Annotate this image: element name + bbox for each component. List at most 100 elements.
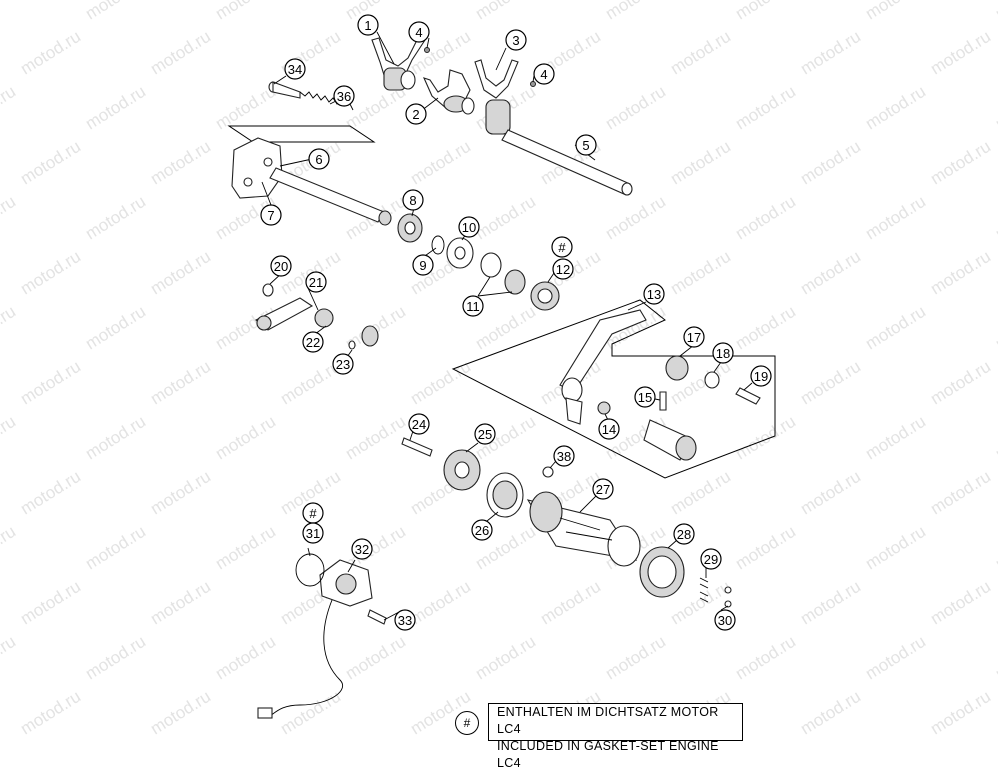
watermark-text: motod.ru bbox=[862, 0, 929, 23]
bushing-11 bbox=[480, 252, 526, 295]
callout-label: 6 bbox=[315, 152, 322, 167]
callout-label: 34 bbox=[288, 62, 302, 77]
callout-c5: 5 bbox=[575, 134, 597, 156]
watermark-text: motod.ru bbox=[0, 82, 19, 134]
callout-label: 26 bbox=[475, 523, 489, 538]
callout-c34: 34 bbox=[284, 58, 306, 80]
watermark-text: motod.ru bbox=[147, 357, 214, 409]
callout-label: 2 bbox=[412, 107, 419, 122]
callout-label: 14 bbox=[602, 422, 616, 437]
callout-label: 23 bbox=[336, 357, 350, 372]
shift-shaft bbox=[231, 137, 392, 226]
callout-c30: 30 bbox=[714, 609, 736, 631]
bearing-28 bbox=[639, 546, 685, 598]
screw-15 bbox=[659, 391, 667, 411]
watermark-text: motod.ru bbox=[732, 522, 799, 574]
legend-line-english: INCLUDED IN GASKET-SET ENGINE LC4 bbox=[497, 739, 719, 770]
watermark-text: motod.ru bbox=[667, 27, 734, 79]
callout-label: 20 bbox=[274, 259, 288, 274]
callout-label: 29 bbox=[704, 552, 718, 567]
washer-10 bbox=[446, 237, 474, 269]
part-14 bbox=[597, 401, 611, 415]
callout-c22: 22 bbox=[302, 331, 324, 353]
bearing-26 bbox=[486, 472, 524, 518]
watermark-text: motod.ru bbox=[992, 0, 998, 23]
callout-label: 8 bbox=[409, 193, 416, 208]
callout-circle bbox=[634, 386, 656, 408]
watermark-text: motod.ru bbox=[0, 412, 19, 464]
watermark-text: motod.ru bbox=[667, 137, 734, 189]
callout-circle bbox=[405, 103, 427, 125]
callout-label: 3 bbox=[512, 33, 519, 48]
watermark-text: motod.ru bbox=[732, 632, 799, 684]
callout-c23: 23 bbox=[332, 353, 354, 375]
legend-line-german: ENTHALTEN IM DICHTSATZ MOTOR LC4 bbox=[497, 705, 719, 736]
callout-c10: 10 bbox=[458, 216, 480, 238]
assembly-bracket-6 bbox=[227, 125, 376, 143]
watermark-text: motod.ru bbox=[17, 687, 84, 739]
watermark-text: motod.ru bbox=[0, 522, 19, 574]
watermark-text: motod.ru bbox=[0, 192, 19, 244]
callout-circle bbox=[575, 134, 597, 156]
watermark-text: motod.ru bbox=[212, 632, 279, 684]
callout-circle bbox=[351, 538, 373, 560]
callout-circle bbox=[333, 85, 355, 107]
watermark-text: motod.ru bbox=[277, 687, 344, 739]
callout-circle bbox=[408, 21, 430, 43]
watermark-text: motod.ru bbox=[732, 192, 799, 244]
callout-label: 36 bbox=[337, 89, 351, 104]
callout-layer: 1234456789101112#13141517181920212223242… bbox=[260, 14, 772, 631]
callout-c9: 9 bbox=[412, 254, 434, 276]
watermark-text: motod.ru bbox=[797, 467, 864, 519]
assembly-bracket-13 bbox=[451, 299, 776, 479]
watermark-text: motod.ru bbox=[862, 632, 929, 684]
callout-c15: 15 bbox=[634, 386, 656, 408]
watermark-text: motod.ru bbox=[797, 687, 864, 739]
watermark-text: motod.ru bbox=[992, 632, 998, 684]
callout-chash2: # bbox=[302, 502, 324, 524]
callout-label: 11 bbox=[466, 299, 480, 314]
callout-label: 18 bbox=[716, 346, 730, 361]
callout-c14: 14 bbox=[598, 418, 620, 440]
callout-c28: 28 bbox=[673, 523, 695, 545]
callout-circle bbox=[592, 478, 614, 500]
callout-c11: 11 bbox=[462, 295, 484, 317]
callout-circle bbox=[505, 29, 527, 51]
callout-label: 1 bbox=[364, 18, 371, 33]
watermark-text: motod.ru bbox=[992, 522, 998, 574]
callout-circle bbox=[643, 283, 665, 305]
callout-circle bbox=[408, 413, 430, 435]
part-17 bbox=[665, 355, 689, 381]
watermark-text: motod.ru bbox=[82, 412, 149, 464]
callout-circle bbox=[552, 258, 574, 280]
callout-circle bbox=[308, 148, 330, 170]
callout-circle bbox=[284, 58, 306, 80]
watermark-text: motod.ru bbox=[992, 82, 998, 134]
callout-label: 17 bbox=[687, 330, 701, 345]
watermark-text: motod.ru bbox=[927, 357, 994, 409]
watermark-text: motod.ru bbox=[0, 632, 19, 684]
bolt-23 bbox=[348, 325, 379, 350]
watermark-text: motod.ru bbox=[82, 192, 149, 244]
callout-circle bbox=[551, 236, 573, 258]
callout-label: 10 bbox=[462, 220, 476, 235]
part-18 bbox=[704, 371, 720, 389]
watermark-text: motod.ru bbox=[17, 357, 84, 409]
watermark-text: motod.ru bbox=[862, 522, 929, 574]
watermark-text: motod.ru bbox=[0, 302, 19, 354]
callout-c12: 12 bbox=[552, 258, 574, 280]
watermark-text: motod.ru bbox=[927, 137, 994, 189]
callout-circle bbox=[750, 365, 772, 387]
shift-star-25 bbox=[443, 449, 481, 491]
callout-circle bbox=[394, 609, 416, 631]
watermark-text: motod.ru bbox=[797, 357, 864, 409]
callout-label: 12 bbox=[556, 262, 570, 277]
watermark-text: motod.ru bbox=[407, 577, 474, 629]
callout-c17: 17 bbox=[683, 326, 705, 348]
watermark-text: motod.ru bbox=[82, 0, 149, 23]
watermark-text: motod.ru bbox=[82, 82, 149, 134]
watermark-text: motod.ru bbox=[147, 687, 214, 739]
watermark-text: motod.ru bbox=[147, 27, 214, 79]
callout-label: 31 bbox=[306, 526, 320, 541]
callout-c19: 19 bbox=[750, 365, 772, 387]
